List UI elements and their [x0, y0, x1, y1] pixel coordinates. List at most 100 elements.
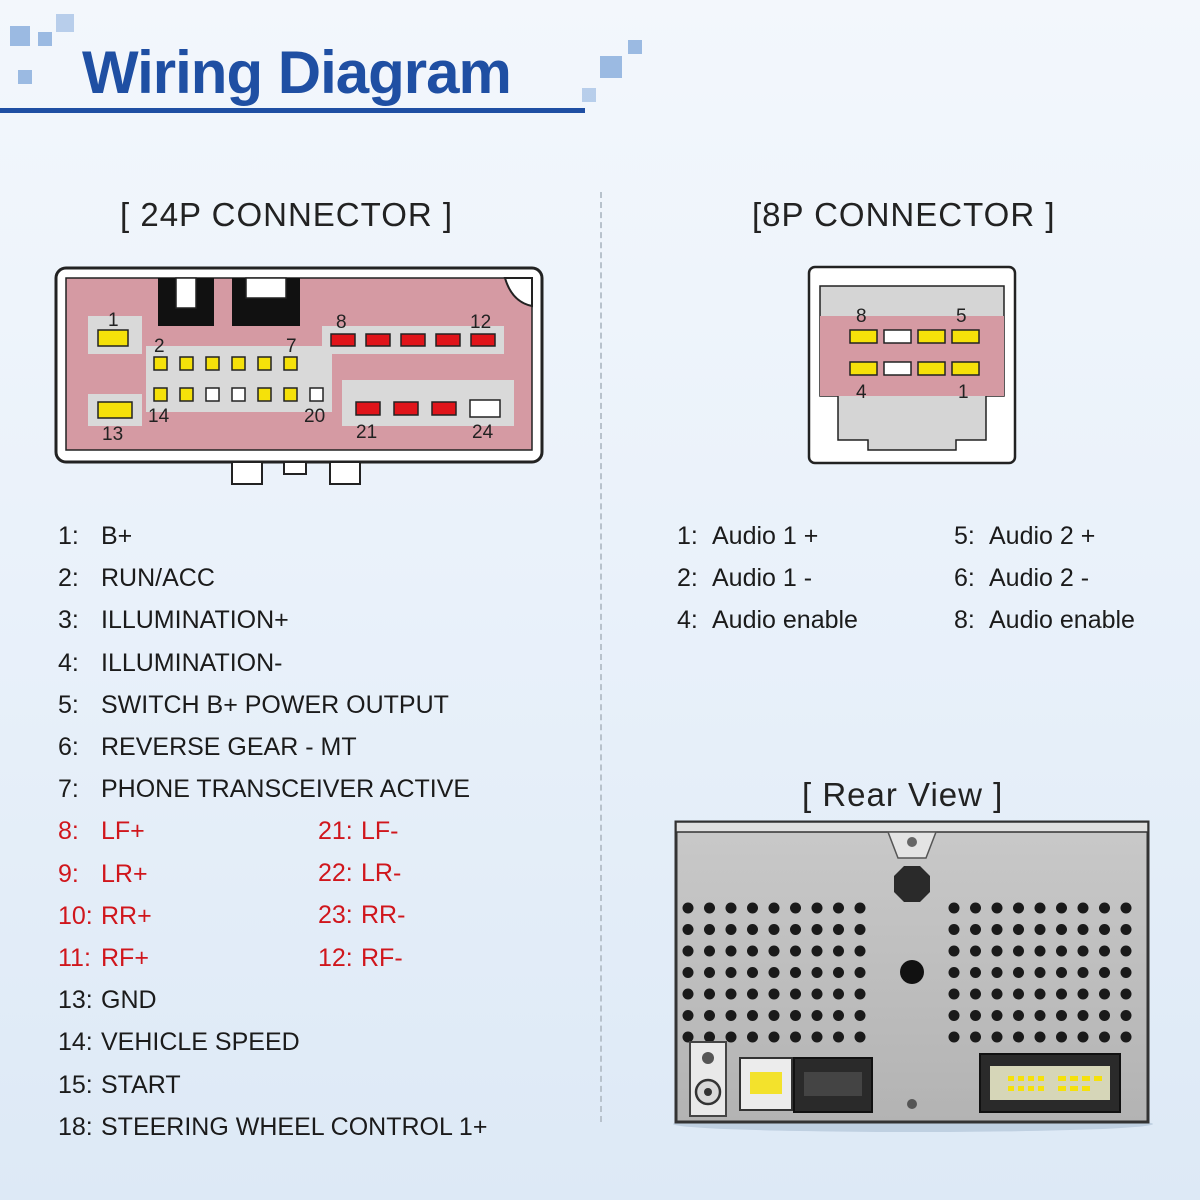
- legend-pin-number: 4:: [58, 648, 79, 677]
- legend-pin-label: Audio enable: [989, 606, 1135, 635]
- legend-pin-number: 8:: [58, 817, 79, 846]
- legend-item: 14: VEHICLE SPEED: [58, 1028, 300, 1057]
- legend-item: 1: Audio 1 +: [677, 522, 818, 551]
- rear-view-title: [ Rear View ]: [802, 776, 1004, 813]
- legend-pin-number: 12:: [318, 943, 353, 972]
- legend-item: 6:Audio 2 -: [954, 564, 1089, 593]
- legend-pin-label: Audio 1 -: [712, 564, 813, 593]
- legend-item: 6:REVERSE GEAR - MT: [58, 733, 357, 762]
- legend-pin-number: 1:: [677, 522, 698, 550]
- legend-pin-label: LF+: [101, 817, 145, 846]
- legend-pin-label: Audio 2 +: [989, 522, 1096, 550]
- connector8-diagram: 8 5 4 1: [807, 265, 1017, 465]
- pin-row-2-7: [153, 356, 298, 371]
- connector8-face: [820, 316, 1004, 396]
- title-underline: [0, 108, 585, 113]
- pin-row-21-24: [355, 399, 501, 418]
- legend-pin-number: 9:: [58, 859, 79, 888]
- legend-pin-label: STEERING WHEEL CONTROL 1+: [101, 1112, 488, 1141]
- legend-pin-label: LF-: [361, 817, 399, 845]
- pin-label: 1: [958, 382, 969, 403]
- legend-item: 8: LF+: [58, 817, 145, 846]
- legend-pin-label: VEHICLE SPEED: [101, 1028, 300, 1057]
- pin-label: 5: [956, 306, 967, 327]
- legend-pin-number: 14:: [58, 1028, 93, 1057]
- legend-item: 7: PHONE TRANSCEIVER ACTIVE: [58, 775, 470, 804]
- pin-row-8-12: [330, 333, 496, 347]
- connector24-title: [ 24P CONNECTOR ]: [120, 196, 454, 233]
- legend-item: 23: RR-: [318, 901, 405, 930]
- legend-pin-label: PHONE TRANSCEIVER ACTIVE: [101, 775, 471, 804]
- pin-label: 13: [102, 424, 123, 445]
- legend-pin-number: 10:: [58, 901, 93, 930]
- legend-item: 2: RUN/ACC: [58, 564, 215, 593]
- legend-pin-number: 5:: [58, 690, 79, 719]
- legend-item: 10:RR+: [58, 902, 152, 931]
- legend-pin-label: RR-: [361, 901, 406, 930]
- pin-label: 7: [286, 336, 297, 357]
- legend-item: 8: Audio enable: [954, 606, 1135, 635]
- legend-item: 2: Audio 1 -: [677, 564, 812, 593]
- legend-item: 4:Audio enable: [677, 606, 858, 635]
- legend-pin-number: 3:: [58, 606, 79, 635]
- legend-pin-number: 11:: [58, 944, 91, 972]
- decor-square: [10, 26, 30, 46]
- pin-label: 20: [304, 406, 325, 427]
- legend-item: 18: STEERING WHEEL CONTROL 1+: [58, 1113, 487, 1142]
- pin-label: 8: [856, 306, 867, 327]
- legend-item: 11:RF+: [58, 944, 149, 973]
- mount-hole: [900, 960, 924, 984]
- pin-label: 1: [108, 310, 119, 331]
- legend-pin-number: 8:: [954, 606, 975, 635]
- legend-pin-label: LR-: [361, 859, 402, 888]
- legend-pin-number: 1:: [58, 522, 79, 550]
- legend-item: 22: LR-: [318, 859, 401, 888]
- pin-13: [97, 401, 133, 419]
- legend-item: 1: B+: [58, 522, 132, 551]
- decor-square: [18, 70, 32, 84]
- legend-item: 21: LF-: [318, 817, 399, 846]
- pin-row-14-20: [153, 387, 324, 402]
- legend-item: 9:LR+: [58, 860, 148, 889]
- pin-row-8-5: [849, 329, 980, 344]
- decor-square: [56, 14, 74, 32]
- legend-pin-number: 21:: [318, 817, 353, 845]
- page-title: Wiring Diagram: [82, 39, 512, 106]
- legend-pin-number: 6:: [954, 564, 975, 593]
- legend-pin-label: B+: [101, 522, 133, 550]
- legend-pin-label: RUN/ACC: [101, 564, 215, 593]
- mount-bolt: [894, 866, 930, 902]
- legend-pin-label: Audio 1 +: [712, 522, 819, 550]
- legend-pin-label: REVERSE GEAR - MT: [101, 733, 357, 761]
- decor-square: [600, 56, 622, 78]
- legend-pin-number: 7:: [58, 775, 79, 804]
- legend-pin-number: 22:: [318, 859, 353, 888]
- legend-pin-label: Audio enable: [712, 606, 858, 635]
- legend-item: 12: RF-: [318, 944, 403, 973]
- pin-label: 21: [356, 422, 377, 443]
- legend-item: 13:GND: [58, 986, 157, 1015]
- legend-pin-number: 23:: [318, 901, 353, 930]
- legend-pin-number: 15:: [58, 1070, 93, 1099]
- pin-label: 12: [470, 312, 491, 333]
- legend-pin-number: 2:: [58, 564, 79, 593]
- legend-pin-label: SWITCH B+ POWER OUTPUT: [101, 690, 449, 719]
- connector24-diagram: 1 2 7 8 12 13 14 20 21 24: [54, 266, 544, 485]
- legend-item: 4: ILLUMINATION-: [58, 649, 283, 678]
- rear-view-image: [673, 820, 1153, 1132]
- decor-square: [582, 88, 596, 102]
- decor-square: [38, 32, 52, 46]
- decor-square: [628, 40, 642, 54]
- pin-1: [97, 329, 129, 347]
- legend-pin-label: START: [101, 1070, 181, 1099]
- legend-item: 15: START: [58, 1071, 181, 1100]
- legend-pin-label: RF-: [361, 943, 403, 972]
- pin-label: 2: [154, 336, 165, 357]
- pin-row-4-1: [849, 361, 980, 376]
- legend-item: 5: SWITCH B+ POWER OUTPUT: [58, 691, 449, 720]
- legend-pin-number: 2:: [677, 564, 698, 593]
- legend-pin-number: 18:: [58, 1112, 93, 1141]
- pin-label: 4: [856, 382, 867, 403]
- legend-pin-label: ILLUMINATION-: [101, 648, 283, 677]
- section-divider: [600, 192, 602, 1122]
